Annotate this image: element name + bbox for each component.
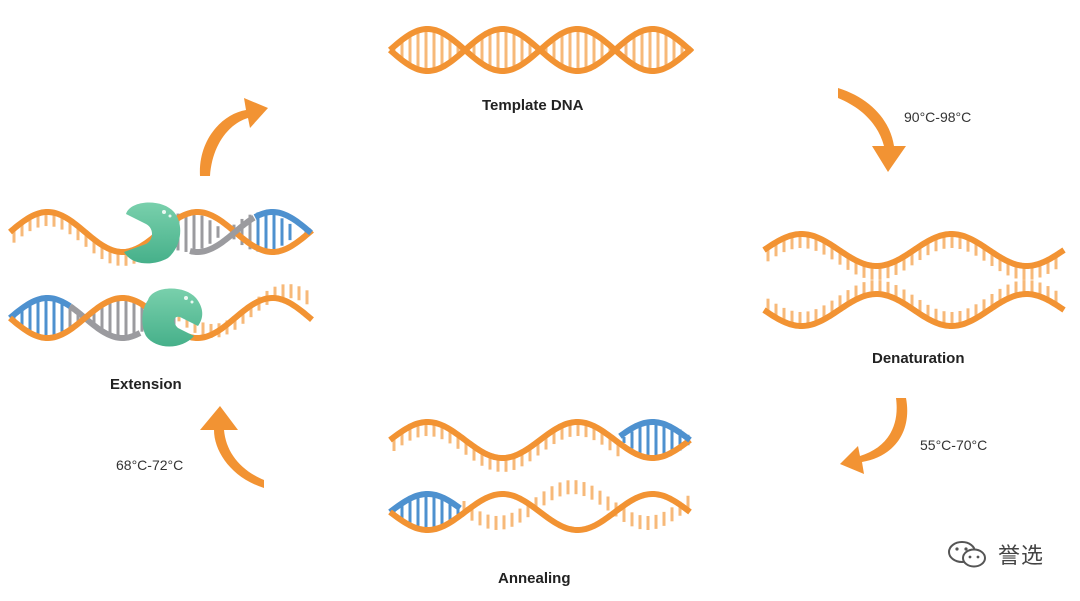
arrow-template-to-denaturation xyxy=(838,88,906,172)
denat-bottom-strand-segment xyxy=(762,291,1066,329)
arrow-annealing-to-extension xyxy=(200,406,264,488)
arrow-extension-to-template xyxy=(199,98,268,176)
watermark: 誉选 xyxy=(946,536,1044,572)
annealing-strands xyxy=(388,419,692,533)
polymerase-bottom xyxy=(142,288,203,347)
temperature-annealing: 55°C-70°C xyxy=(920,437,988,453)
anneal-top-primer-strand-segment xyxy=(618,419,692,443)
label-denaturation: Denaturation xyxy=(872,350,965,367)
wechat-icon xyxy=(947,541,986,568)
ext-top-new-segment xyxy=(253,209,313,236)
denaturation-strands xyxy=(762,231,1066,329)
temperature-denaturation: 90°C-98°C xyxy=(904,109,972,125)
label-annealing: Annealing xyxy=(498,570,571,587)
denat-top-strand-segment xyxy=(762,231,1066,269)
watermark-text: 誉选 xyxy=(997,544,1044,569)
ext-bottom-new-segment xyxy=(8,295,72,321)
anneal-bottom-primer-strand-segment xyxy=(388,491,462,515)
anneal-bottom-strand-segment xyxy=(388,491,692,533)
template-dna-helix xyxy=(387,26,695,74)
ext-top-new-segment xyxy=(189,215,256,255)
ext-bottom-new-segment xyxy=(68,303,142,341)
polymerase-top xyxy=(124,202,181,264)
dna-polymerase-group xyxy=(124,202,203,347)
arrow-denaturation-to-annealing xyxy=(840,398,908,474)
label-extension: Extension xyxy=(110,376,182,393)
anneal-top-strand-segment xyxy=(388,419,692,461)
label-template-dna: Template DNA xyxy=(482,97,584,114)
cycle-arrows xyxy=(199,88,908,488)
template-strand-b-segment xyxy=(387,26,695,74)
temperature-extension: 68°C-72°C xyxy=(116,457,184,473)
